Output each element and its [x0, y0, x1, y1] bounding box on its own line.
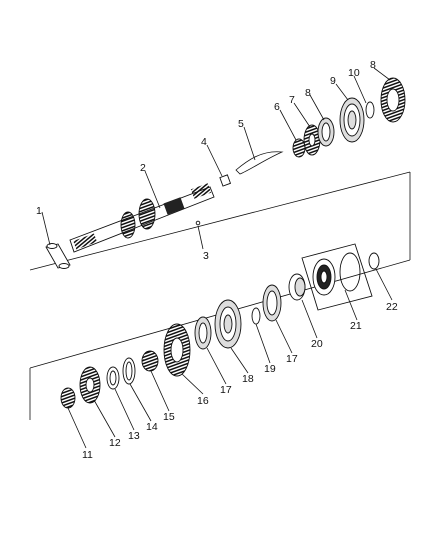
part-3-pin: [195, 220, 201, 226]
callout-20: 20: [311, 338, 323, 350]
part-15-bearing: [141, 350, 159, 372]
callout-17b: 17: [286, 353, 298, 365]
callout-8a: 8: [305, 87, 311, 99]
part-6-bearing: [292, 138, 306, 158]
part-7-gear: [303, 124, 321, 156]
callout-1: 1: [36, 205, 42, 217]
callout-21: 21: [350, 320, 362, 332]
callout-17a: 17: [220, 384, 232, 396]
part-17-ring-b: [262, 284, 282, 322]
callout-22: 22: [386, 301, 398, 313]
callout-7: 7: [289, 94, 295, 106]
part-1-bearing: [45, 243, 71, 269]
callout-3: 3: [203, 250, 209, 262]
part-18-hub: [214, 299, 242, 349]
callout-6: 6: [274, 101, 280, 113]
part-5-clip: [235, 151, 284, 175]
callout-19: 19: [264, 363, 276, 375]
callout-2: 2: [140, 162, 146, 174]
part-14-washer: [122, 357, 136, 385]
part-19-snapring: [251, 307, 261, 325]
callout-8b: 8: [370, 59, 376, 71]
callout-9: 9: [330, 75, 336, 87]
callout-18: 18: [242, 373, 254, 385]
part-20-cone: [288, 273, 306, 301]
part-17-ring-a: [194, 316, 212, 350]
part-9-hub: [339, 97, 365, 143]
callout-15: 15: [163, 411, 175, 423]
part-16-gear: [163, 323, 191, 377]
part-2-mainshaft: [69, 183, 215, 253]
callout-13: 13: [128, 430, 140, 442]
callout-10: 10: [348, 67, 360, 79]
leader-lines: [41, 67, 393, 449]
part-10-snapring: [365, 101, 375, 119]
part-21-bearing-assembly: [301, 243, 373, 311]
part-8-gear-b: [380, 77, 406, 123]
callout-11: 11: [82, 449, 93, 461]
part-4-sleeve: [219, 174, 232, 187]
part-22-snapring: [368, 252, 380, 270]
callout-5: 5: [238, 118, 244, 130]
callout-14: 14: [146, 421, 158, 433]
part-13-ring: [106, 366, 120, 390]
callout-16: 16: [197, 395, 209, 407]
part-11-bearing: [60, 387, 76, 409]
callout-12: 12: [109, 437, 121, 449]
callout-labels: 1 2 3 4 5 6 7 8 9 10 8 11 12 13 14 15 16…: [36, 59, 398, 461]
part-12-gear: [79, 366, 101, 404]
part-8-ring-a: [317, 117, 335, 147]
callout-4: 4: [201, 136, 207, 148]
